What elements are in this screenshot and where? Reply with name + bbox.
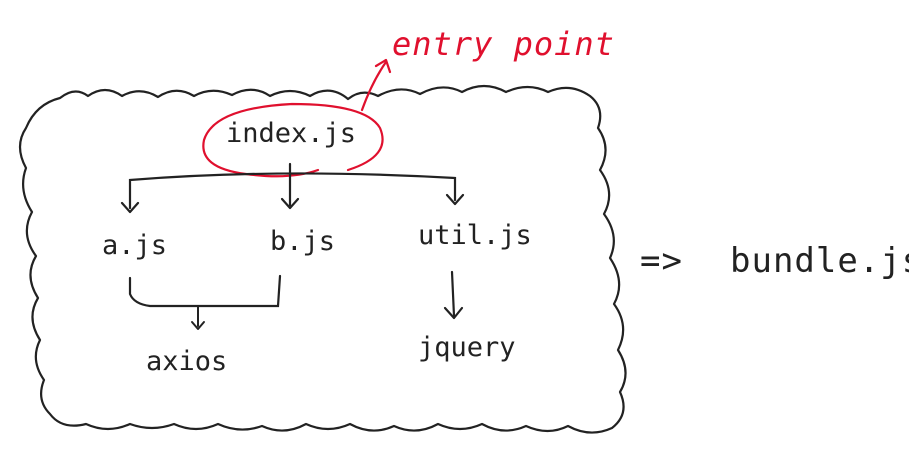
index-branch-line: [128, 172, 457, 210]
module-util: util.js: [418, 220, 532, 251]
util-to-jquery-line: [450, 270, 456, 318]
entry-pointer-arrowhead: [374, 58, 392, 74]
arrowhead-to-a: [120, 201, 140, 214]
module-axios: axios: [146, 346, 228, 377]
arrowhead-to-b: [280, 197, 300, 210]
arrowhead-to-axios: [191, 321, 205, 330]
module-b: b.js: [270, 226, 336, 257]
merge-line-to-axios: [128, 274, 282, 308]
output-arrow: =>: [640, 241, 683, 281]
bundle-container-outline: [18, 84, 627, 434]
module-index: index.js: [226, 118, 357, 149]
module-jquery: jquery: [418, 332, 516, 363]
entry-pointer-line: [360, 60, 388, 112]
arrowhead-to-jquery: [443, 306, 464, 320]
module-a: a.js: [102, 230, 168, 261]
output-bundle: bundle.js: [730, 241, 909, 281]
arrowhead-to-util: [445, 193, 465, 206]
entry-point-annotation: entry point: [392, 25, 615, 63]
